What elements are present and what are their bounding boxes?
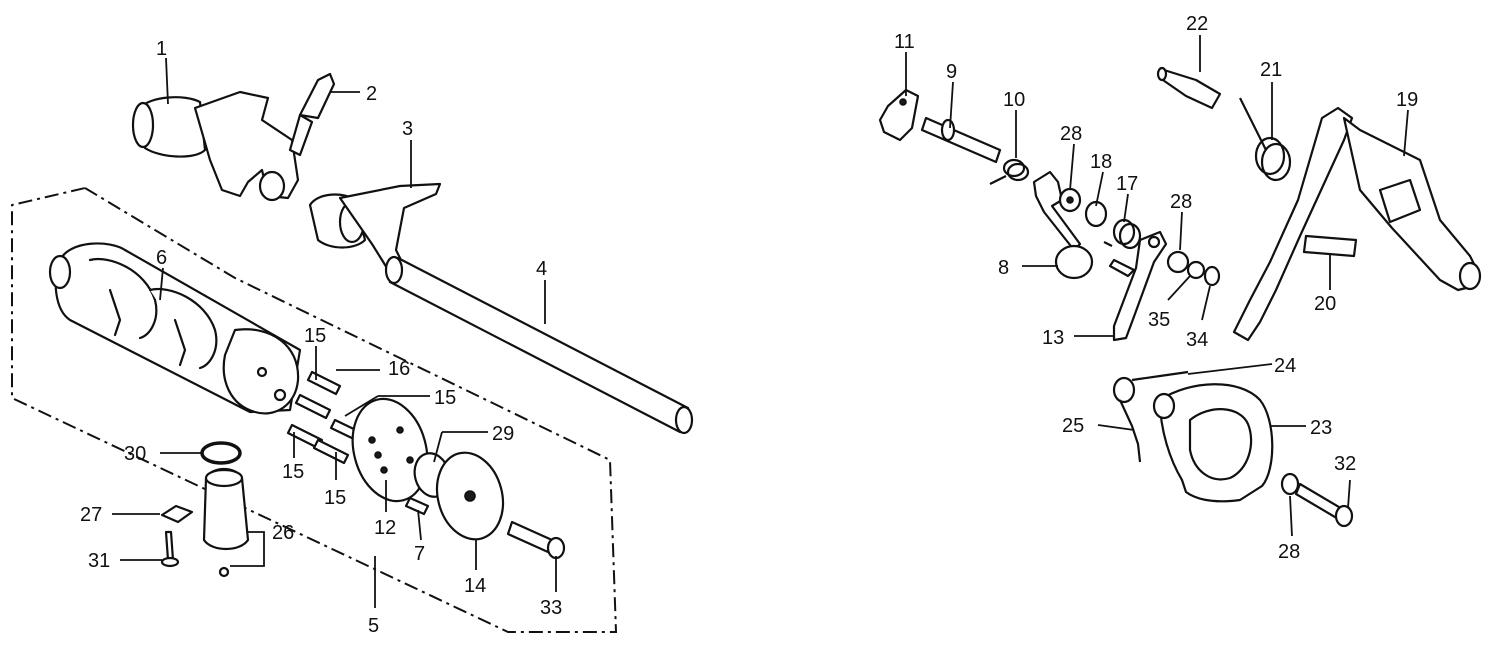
left-leader-lines — [112, 57, 557, 608]
cover-23 — [1152, 383, 1274, 503]
bolt-32 — [1294, 482, 1354, 528]
callout-9: 9 — [946, 61, 957, 83]
spring-20 — [1302, 234, 1358, 258]
stopper-bracket-11 — [878, 88, 920, 142]
callout-34: 34 — [1186, 329, 1208, 351]
callout-33: 33 — [540, 597, 562, 619]
washer-28-c — [1280, 472, 1300, 496]
callout-27: 27 — [80, 504, 102, 526]
spring-10 — [989, 158, 1030, 185]
callout-23: 23 — [1310, 417, 1332, 439]
callout-17: 17 — [1116, 173, 1138, 195]
arm-13 — [1108, 230, 1168, 342]
callout-15-b: 15 — [434, 387, 456, 409]
fork-shaft-4 — [384, 255, 694, 435]
callout-32: 32 — [1334, 453, 1356, 475]
spring-25 — [1112, 370, 1189, 463]
callout-7: 7 — [414, 543, 425, 565]
callout-24: 24 — [1274, 355, 1296, 377]
stopper-arm-8 — [1032, 170, 1094, 280]
callout-18: 18 — [1090, 151, 1112, 173]
neutral-switch-26 — [202, 467, 250, 578]
shift-drum-6 — [48, 242, 302, 415]
callout-2: 2 — [366, 83, 377, 105]
pin-7 — [404, 496, 430, 516]
callout-30: 30 — [124, 443, 146, 465]
bolt-9 — [920, 116, 1002, 164]
callout-1: 1 — [156, 38, 167, 60]
callout-8: 8 — [998, 257, 1009, 279]
callout-15-d: 15 — [324, 487, 346, 509]
callout-35: 35 — [1148, 309, 1170, 331]
callout-28-a: 28 — [1060, 123, 1082, 145]
gearshift-spindle-19 — [1232, 106, 1482, 342]
pin-22 — [1156, 66, 1222, 110]
washer-35 — [1186, 260, 1206, 280]
pins-15-16 — [286, 370, 362, 465]
return-spring-21 — [1239, 97, 1292, 182]
callout-29: 29 — [492, 423, 514, 445]
callout-3: 3 — [402, 118, 413, 140]
group-5-outline — [11, 187, 618, 633]
callout-25: 25 — [1062, 415, 1084, 437]
callout-13: 13 — [1042, 327, 1064, 349]
callout-19: 19 — [1396, 89, 1418, 111]
callout-15-a: 15 — [304, 325, 326, 347]
callout-11: 11 — [894, 31, 915, 53]
callout-14: 14 — [464, 575, 486, 597]
clip-34 — [1203, 265, 1221, 287]
callout-26: 26 — [272, 522, 294, 544]
bolt-33 — [506, 520, 566, 560]
spring-17 — [1103, 218, 1142, 250]
shift-fork-1 — [131, 90, 300, 202]
callout-20: 20 — [1314, 293, 1336, 315]
callout-4: 4 — [536, 258, 547, 280]
shift-fork-3 — [308, 182, 442, 288]
callout-28-c: 28 — [1278, 541, 1300, 563]
gasket-27 — [160, 504, 194, 524]
guide-pin-2 — [288, 72, 336, 157]
o-ring-30 — [200, 441, 242, 465]
callout-6: 6 — [156, 247, 167, 269]
callout-15-c: 15 — [282, 461, 304, 483]
callout-12: 12 — [374, 517, 396, 539]
callout-16: 16 — [388, 358, 410, 380]
washer-28-a — [1058, 187, 1082, 213]
callout-22: 22 — [1186, 13, 1208, 35]
callout-21: 21 — [1260, 59, 1282, 81]
callout-labels: 1 2 3 4 5 6 15 16 15 29 15 15 12 7 14 33… — [80, 13, 1418, 637]
stopper-plate-14 — [435, 451, 505, 541]
callout-5: 5 — [368, 615, 379, 637]
right-leader-lines — [905, 35, 1409, 537]
washer-28-b — [1166, 250, 1190, 274]
screw-31 — [160, 530, 180, 568]
callout-31: 31 — [88, 550, 110, 572]
callout-10: 10 — [1003, 89, 1025, 111]
callout-28-b: 28 — [1170, 191, 1192, 213]
drum-plate-12 — [351, 397, 429, 503]
